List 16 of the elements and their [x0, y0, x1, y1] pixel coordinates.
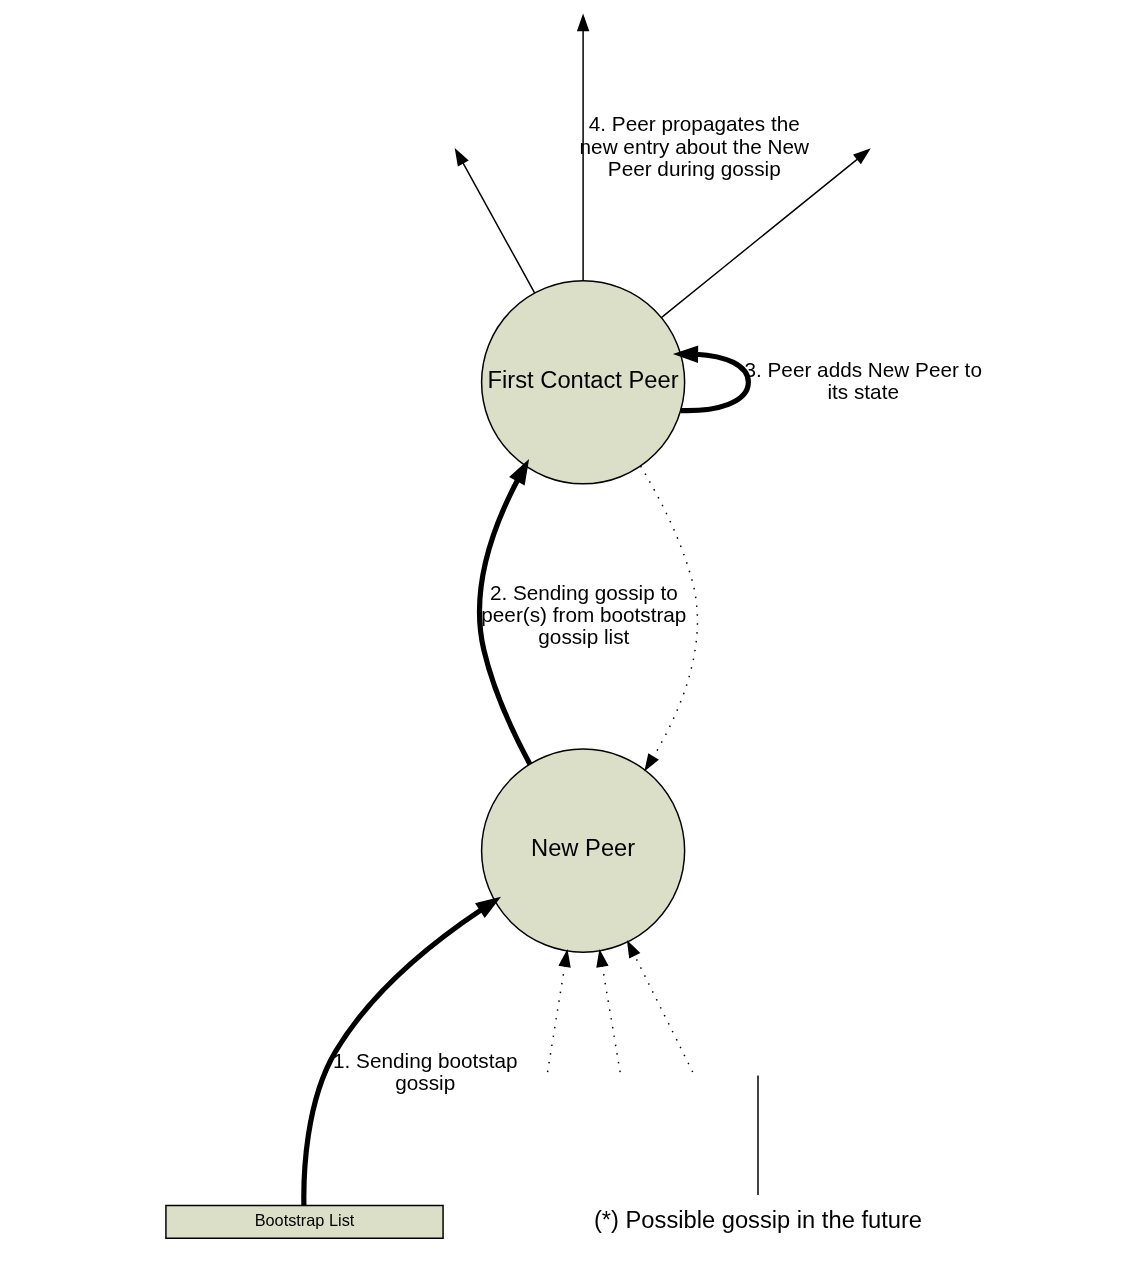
arrow	[477, 459, 533, 766]
arrow	[639, 465, 699, 772]
edge-label: 1. Sending bootstap gossip	[333, 1049, 518, 1095]
arrow	[672, 345, 751, 414]
node-circle: New Peer	[480, 748, 686, 953]
arrow	[576, 13, 590, 282]
arrow	[454, 147, 536, 294]
node-text: (*) Possible gossip in the future	[593, 1206, 923, 1233]
connector	[757, 1074, 759, 1196]
arrow	[660, 148, 871, 319]
arrow	[596, 949, 621, 1073]
node-box: Bootstrap List	[165, 1204, 444, 1239]
arrow	[546, 949, 571, 1073]
arrow	[301, 896, 502, 1206]
edge-label: 2. Sending gossip to peer(s) from bootstrap gossip list	[481, 580, 687, 649]
arrow	[626, 939, 694, 1073]
